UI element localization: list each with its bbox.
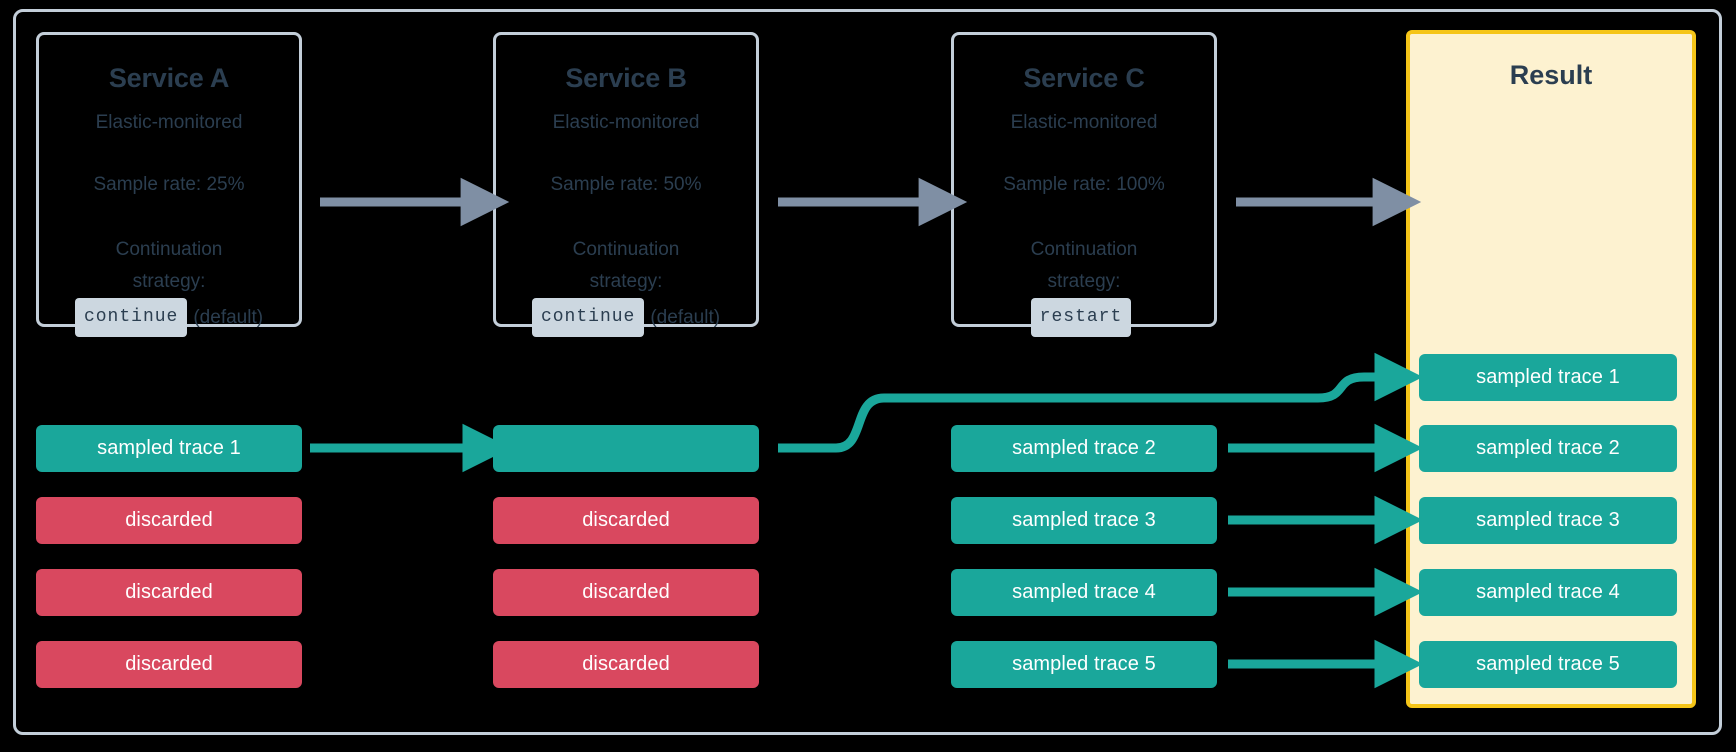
service-c-subtitle: Elastic-monitored <box>1010 112 1158 133</box>
service-c-strategy-label-1: Continuation <box>1030 239 1138 260</box>
service-c-strategy-badge: restart <box>1030 298 1132 337</box>
service-c-title: Service C <box>1023 63 1145 93</box>
diagram-outer-frame <box>13 9 1722 735</box>
trace-pill-c-3[interactable]: sampled trace 4 <box>951 569 1217 616</box>
service-c-strategy: Continuation strategy: restart <box>1030 234 1138 337</box>
service-b-strategy-label-2: strategy: <box>589 271 663 292</box>
trace-pill-a-4[interactable]: discarded <box>36 641 302 688</box>
service-b-title: Service B <box>565 63 687 93</box>
service-a-strategy: Continuation strategy: continue(default) <box>74 234 264 337</box>
trace-pill-c-2[interactable]: sampled trace 3 <box>951 497 1217 544</box>
service-a-strategy-badge: continue <box>74 298 188 337</box>
service-box-b: Service B Elastic-monitored Sample rate:… <box>493 32 759 337</box>
service-c-strategy-label-2: strategy: <box>1047 271 1121 292</box>
trace-pill-a-1[interactable]: sampled trace 1 <box>36 425 302 472</box>
result-pill-3[interactable]: sampled trace 3 <box>1419 497 1677 544</box>
service-a-strategy-label-2: strategy: <box>132 271 206 292</box>
trace-pill-b-4[interactable]: discarded <box>493 641 759 688</box>
service-box-c: Service C Elastic-monitored Sample rate:… <box>951 32 1217 337</box>
service-b-strategy-label-1: Continuation <box>572 239 680 260</box>
trace-pill-b-1[interactable] <box>493 425 759 472</box>
service-b-strategy-note: (default) <box>650 306 721 328</box>
result-title: Result <box>1509 60 1593 90</box>
service-a-strategy-label-1: Continuation <box>115 239 223 260</box>
trace-pill-c-4[interactable]: sampled trace 5 <box>951 641 1217 688</box>
service-b-strategy: Continuation strategy: continue(default) <box>531 234 721 337</box>
service-a-strategy-note: (default) <box>193 306 264 328</box>
result-pill-4[interactable]: sampled trace 4 <box>1419 569 1677 616</box>
service-a-subtitle: Elastic-monitored <box>95 112 243 133</box>
service-b-subtitle: Elastic-monitored <box>552 112 700 133</box>
result-pill-5[interactable]: sampled trace 5 <box>1419 641 1677 688</box>
result-pill-1[interactable]: sampled trace 1 <box>1419 354 1677 401</box>
service-c-sample-rate: Sample rate: 100% <box>1003 174 1165 195</box>
trace-pill-b-3[interactable]: discarded <box>493 569 759 616</box>
trace-pill-a-2[interactable]: discarded <box>36 497 302 544</box>
trace-pill-a-3[interactable]: discarded <box>36 569 302 616</box>
service-b-strategy-badge: continue <box>531 298 645 337</box>
result-pill-2[interactable]: sampled trace 2 <box>1419 425 1677 472</box>
service-box-a: Service A Elastic-monitored Sample rate:… <box>36 32 302 337</box>
service-a-title: Service A <box>108 63 230 93</box>
service-a-sample-rate: Sample rate: 25% <box>93 174 245 195</box>
trace-pill-b-2[interactable]: discarded <box>493 497 759 544</box>
service-b-sample-rate: Sample rate: 50% <box>550 174 702 195</box>
trace-pill-c-1[interactable]: sampled trace 2 <box>951 425 1217 472</box>
